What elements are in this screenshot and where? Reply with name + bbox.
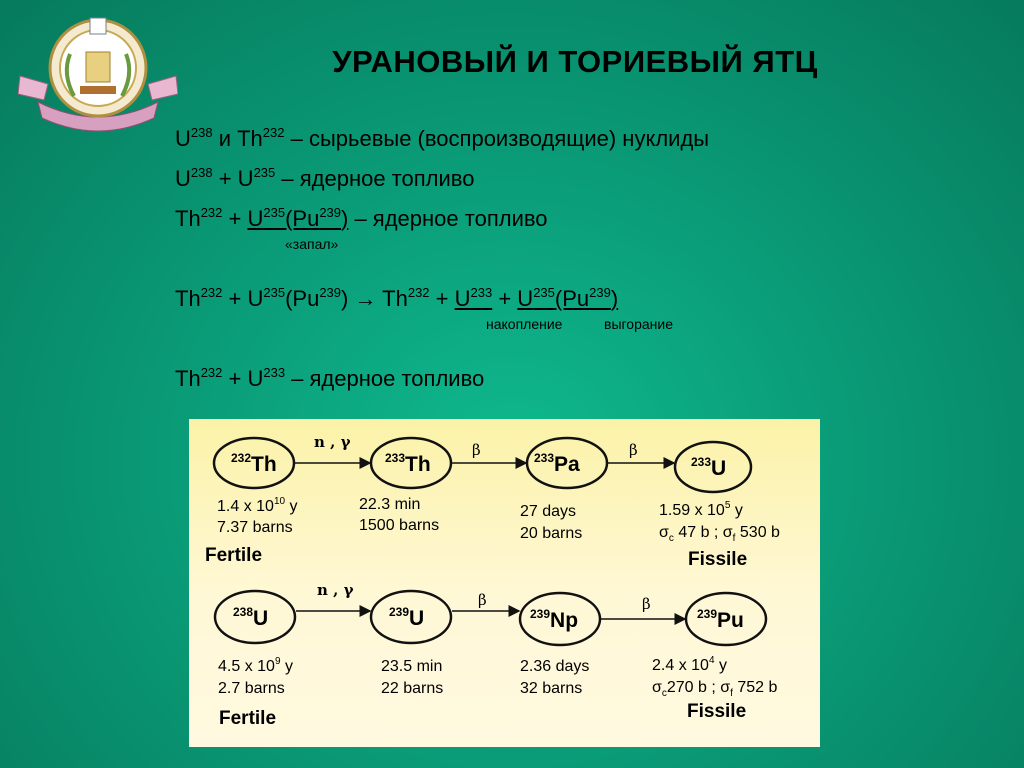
info-th233-halflife: 22.3 min [359,496,420,513]
slide-title: УРАНОВЫЙ И ТОРИЕВЫЙ ЯТЦ [332,44,818,79]
university-emblem-icon [18,17,178,132]
arrow-label-r1-1: n , γ [314,433,351,451]
info-np239-halflife: 2.36 days [520,658,589,675]
nuclide-label-u233: 233U [691,455,726,480]
info-u233-halflife: 1.59 x 105 y [659,500,743,519]
nuclide-label-u238: 238U [233,605,268,630]
info-u233-xs: σc 47 b ; σf 530 b [659,524,780,544]
info-pa233-halflife: 27 days [520,503,576,520]
arrow-label-r2-3: β [642,595,651,613]
fuel-cycle-diagram: n , γ β β 232Th 233Th 233Pa 233U 1.4 x 1… [189,419,820,747]
fuel-cycle-svg: n , γ β β 232Th 233Th 233Pa 233U 1.4 x 1… [205,433,780,729]
nuclide-label-np239: 239Np [530,607,578,632]
note-ignition: «запал» [285,236,339,252]
nuclide-label-u239: 239U [389,605,424,630]
line-uranium-fuel: U238 + U235 – ядерное топливо [175,165,475,191]
nucleus-np239 [518,591,602,647]
info-u238-halflife: 4.5 x 109 y [218,656,293,675]
info-pu239-halflife: 2.4 x 104 y [652,655,727,674]
nucleus-th232 [212,436,296,490]
note-burnup: выгорание [604,316,673,332]
info-u239-xs: 22 barns [381,680,443,697]
arrow-label-r2-1: n , γ [317,581,354,599]
info-th233-xs: 1500 barns [359,517,439,534]
info-th232-xs: 7.37 barns [217,519,293,536]
nuclide-label-pu239: 239Pu [697,607,744,632]
info-pu239-xs: σc270 b ; σf 752 b [652,679,777,699]
nuclide-label-th233: 233Th [385,451,431,476]
info-u239-halflife: 23.5 min [381,658,442,675]
label-fissile-r2: Fissile [687,701,746,722]
label-fertile-r1: Fertile [205,545,262,566]
nuclide-label-th232: 232Th [231,451,277,476]
line-thorium-u233-fuel: Th232 + U233 – ядерное топливо [175,365,485,391]
arrow-label-r1-3: β [629,441,638,459]
nucleus-u238 [213,589,297,645]
label-fertile-r2: Fertile [219,708,276,729]
line-conversion-reaction: Th232 + U235(Pu239) → Th232 + U233 + U23… [175,285,619,311]
label-fissile-r1: Fissile [688,549,747,570]
nucleus-u239 [369,589,453,645]
info-np239-xs: 32 barns [520,680,582,697]
nuclide-label-pa233: 233Pa [534,451,580,476]
arrow-label-r2-2: β [478,591,487,609]
note-accumulation: накопление [486,316,563,332]
info-u238-xs: 2.7 barns [218,680,285,697]
info-pa233-xs: 20 barns [520,525,582,542]
line-fertile-nuclides: U238 и Th232 – сырьевые (воспроизводящие… [175,125,710,151]
arrow-label-r1-2: β [472,441,481,459]
info-th232-halflife: 1.4 x 1010 y [217,496,298,515]
line-thorium-fuel: Th232 + U235(Pu239) – ядерное топливо [175,205,548,231]
